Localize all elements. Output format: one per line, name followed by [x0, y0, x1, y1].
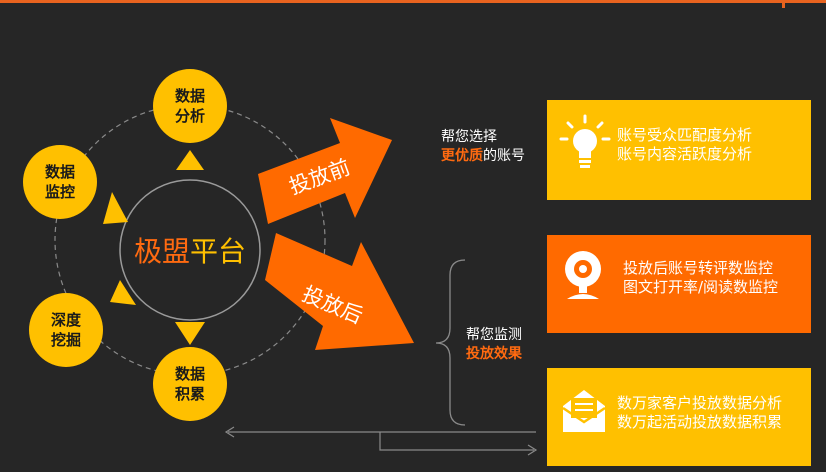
node-deep-mining: 深度 挖掘	[29, 293, 103, 367]
node-data-monitor-line2: 监控	[45, 183, 75, 201]
node-data-accumulation: 数据 积累	[153, 347, 227, 421]
node-data-monitor: 数据 监控	[23, 145, 97, 219]
triangle-left-lower	[110, 280, 136, 305]
node-data-accumulation-line2: 积累	[175, 385, 205, 403]
top-accent-line	[0, 0, 826, 3]
after-description: 帮您监测 投放效果	[466, 326, 522, 364]
arrow-after	[265, 233, 414, 350]
box-post-monitoring-line1: 投放后账号转评数监控	[623, 259, 774, 277]
webcam-icon	[565, 251, 601, 299]
before-description-highlight: 更优质	[441, 148, 483, 164]
before-description: 帮您选择 更优质的账号	[441, 128, 525, 166]
lightbulb-icon	[559, 114, 611, 168]
node-data-monitor-line1: 数据	[45, 163, 75, 181]
box-post-monitoring: 投放后账号转评数监控 图文打开率/阅读数监控	[547, 235, 811, 333]
after-description-highlight: 投放效果	[466, 346, 522, 362]
node-data-analysis-line1: 数据	[175, 87, 205, 105]
box-data-accumulation-line1: 数万家客户投放数据分析	[617, 394, 783, 412]
bottom-connector-arrowhead-right	[527, 444, 538, 456]
center-label: 极盟平台	[134, 235, 246, 268]
node-data-analysis-line2: 分析	[175, 107, 205, 125]
envelope-icon	[562, 390, 606, 432]
before-description-line1: 帮您选择	[441, 129, 497, 145]
arrow-before	[258, 118, 392, 224]
box-account-analysis-line1: 账号受众匹配度分析	[617, 126, 753, 144]
before-description-rest: 的账号	[483, 148, 525, 164]
center-label-part1: 极盟	[134, 235, 190, 268]
triangle-top	[176, 150, 204, 170]
after-description-line1: 帮您监测	[466, 327, 522, 343]
triangle-left-upper	[103, 192, 128, 224]
box-post-monitoring-line2: 图文打开率/阅读数监控	[623, 278, 779, 296]
node-data-accumulation-line1: 数据	[175, 365, 205, 383]
top-accent-tick	[782, 0, 785, 8]
bracket	[435, 259, 466, 426]
node-deep-mining-line1: 深度	[51, 311, 82, 329]
box-data-accumulation: 数万家客户投放数据分析 数万起活动投放数据积累	[547, 368, 811, 466]
center-label-part2: 平台	[190, 235, 246, 268]
box-account-analysis-line2: 账号内容活跃度分析	[617, 145, 753, 163]
bottom-connector-branch	[379, 432, 534, 451]
bottom-connector-arrowhead-left	[224, 426, 235, 438]
node-deep-mining-line2: 挖掘	[51, 331, 81, 349]
triangle-bottom	[175, 322, 205, 345]
box-account-analysis: 账号受众匹配度分析 账号内容活跃度分析	[547, 100, 811, 200]
center-circle	[119, 179, 261, 321]
box-data-accumulation-line2: 数万起活动投放数据积累	[617, 413, 783, 431]
node-data-analysis: 数据 分析	[153, 69, 227, 143]
